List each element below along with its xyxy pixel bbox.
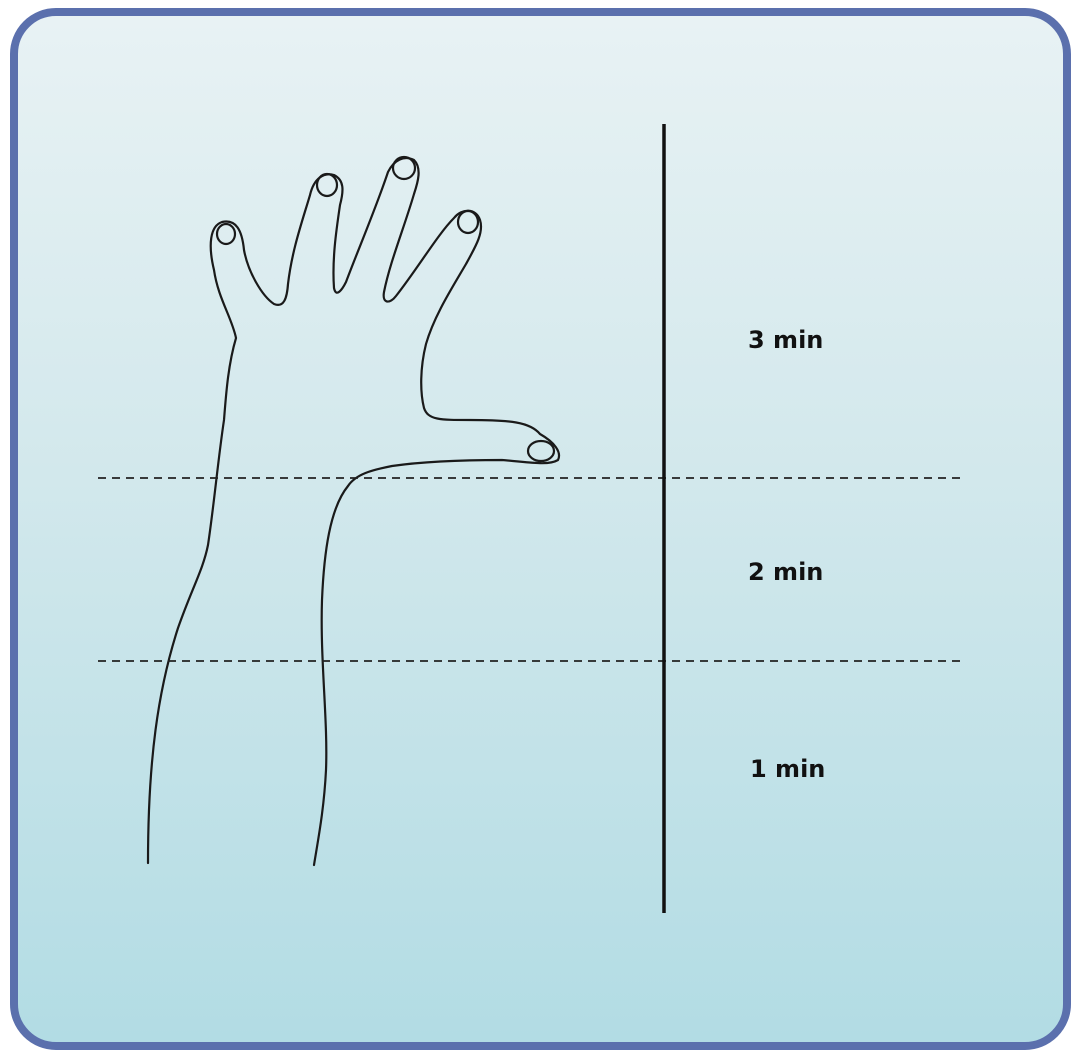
hand-contour (148, 158, 559, 865)
zone-label-1-min: 1 min (750, 755, 825, 783)
fingernail-middle (393, 157, 415, 179)
zone-label-3-min: 3 min (748, 326, 823, 354)
fingernail-index (458, 211, 478, 233)
hand-outline (148, 157, 559, 865)
zone-label-2-min: 2 min (748, 558, 823, 586)
fingernail-thumb (528, 441, 554, 461)
fingernail-pinky (217, 224, 235, 244)
fingernail-ring (317, 174, 337, 196)
